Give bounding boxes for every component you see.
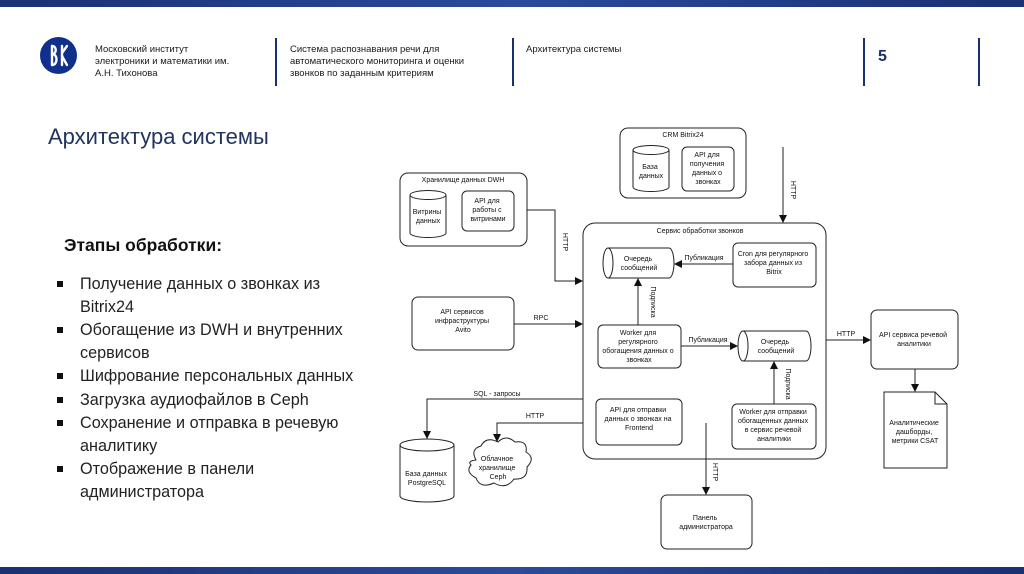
dashboards-text: Аналитические дашборды, метрики CSAT (889, 420, 940, 445)
dwh-api-box (461, 190, 515, 232)
logo-icon (50, 44, 69, 67)
http-ceph-label: HTTP (526, 413, 545, 420)
institute-logo (40, 37, 77, 74)
bullet-icon (57, 396, 63, 403)
project-line: Система распознавания речи для (290, 44, 440, 55)
sql-label: SQL - запросы (473, 391, 520, 398)
stages-heading: Этапы обработки: (64, 235, 223, 255)
subscribe1-label: Подписка (649, 286, 656, 317)
crm-label: CRM Bitrix24 (662, 132, 703, 139)
crm-db-icon (632, 145, 670, 192)
cron-box (732, 242, 817, 288)
list-item: Загрузка аудиофайлов в Ceph (54, 389, 389, 412)
dwh-label: Хранилище данных DWH (422, 177, 505, 184)
crm-bitrix-box (619, 127, 747, 199)
header-divider (978, 38, 980, 86)
worker-enrich-text: Worker для регулярного обогащения данных… (602, 330, 675, 364)
postgres-db-icon (399, 438, 455, 503)
dwh-marts-text: Витрины данных (413, 209, 443, 225)
bullet-icon (57, 281, 63, 287)
sql-arrow (423, 398, 583, 439)
dwh-api-text: API для работы с витринами (470, 198, 505, 223)
queue2-text: Очередь сообщений (758, 339, 795, 355)
publish1-label: Публикация (684, 254, 723, 262)
bullet-icon (57, 373, 63, 379)
speech-api-box (870, 309, 959, 370)
institute-line: электроники и математики им. (95, 56, 230, 67)
http-panel-label: HTTP (711, 463, 718, 482)
project-line: автоматического мониторинга и оценки (290, 56, 465, 67)
section-name: Архитектура системы (526, 44, 622, 55)
page-number: 5 (878, 48, 887, 65)
header-divider (863, 38, 865, 86)
list-item: Шифрование персональных данных (54, 365, 389, 388)
http-crm-label: HTTP (789, 181, 796, 200)
institute-line: Московский институт (95, 44, 189, 55)
institute-line: А.Н. Тихонова (95, 68, 158, 79)
worker-send-text: Worker для отправки обогащенных данных в… (738, 409, 810, 443)
dwh-db-icon (409, 190, 447, 238)
cron-text: Cron для регулярного забора данных из Bi… (738, 251, 810, 276)
project-line: звонков по заданным критериям (290, 68, 434, 79)
infra-api-text: API сервисов инфраструктуры Avito (435, 309, 491, 334)
bullet-icon (57, 420, 63, 426)
speech-api-text: API сервиса речевой аналитики (879, 331, 949, 348)
publish2-label: Публикация (688, 336, 727, 344)
bullet-icon (57, 466, 63, 472)
crm-db-text: База данных (639, 164, 664, 180)
header-divider (275, 38, 277, 86)
queue1-text: Очередь сообщений (621, 256, 658, 272)
project-name: Система распознавания речи для автоматич… (290, 44, 500, 80)
institute-name: Московский институт электроники и матема… (95, 44, 265, 80)
subscribe2-label: Подписка (784, 368, 791, 399)
http-ceph-arrow (493, 422, 583, 442)
service-box (582, 222, 827, 460)
header-divider (512, 38, 514, 86)
crm-api-text: API для получения данных о звонках (690, 152, 726, 186)
api-frontend-box (595, 398, 683, 446)
queue2-icon (737, 330, 812, 362)
dashboards-doc (883, 391, 948, 469)
postgres-text: База данных PostgreSQL (405, 471, 449, 487)
rpc-label: RPC (534, 315, 549, 322)
admin-panel-box (660, 494, 753, 550)
ceph-text: Облачное хранилище Ceph (479, 455, 518, 481)
bullet-icon (57, 327, 63, 333)
http-speech-label: HTTP (837, 331, 856, 338)
api-frontend-text: API для отправки данных о звонках на Fro… (605, 407, 674, 432)
queue1-icon (602, 247, 675, 279)
page-title: Архитектура системы (48, 124, 269, 149)
admin-panel-text: Панель администратора (679, 515, 733, 531)
bottom-band (0, 567, 1024, 574)
crm-api-box (681, 146, 735, 192)
dwh-to-service-arrow (527, 209, 583, 285)
ceph-cloud-icon (468, 437, 532, 487)
top-band (0, 0, 1024, 7)
http-dwh-label: HTTP (561, 233, 568, 252)
service-label: Сервис обработки звонков (657, 227, 744, 235)
